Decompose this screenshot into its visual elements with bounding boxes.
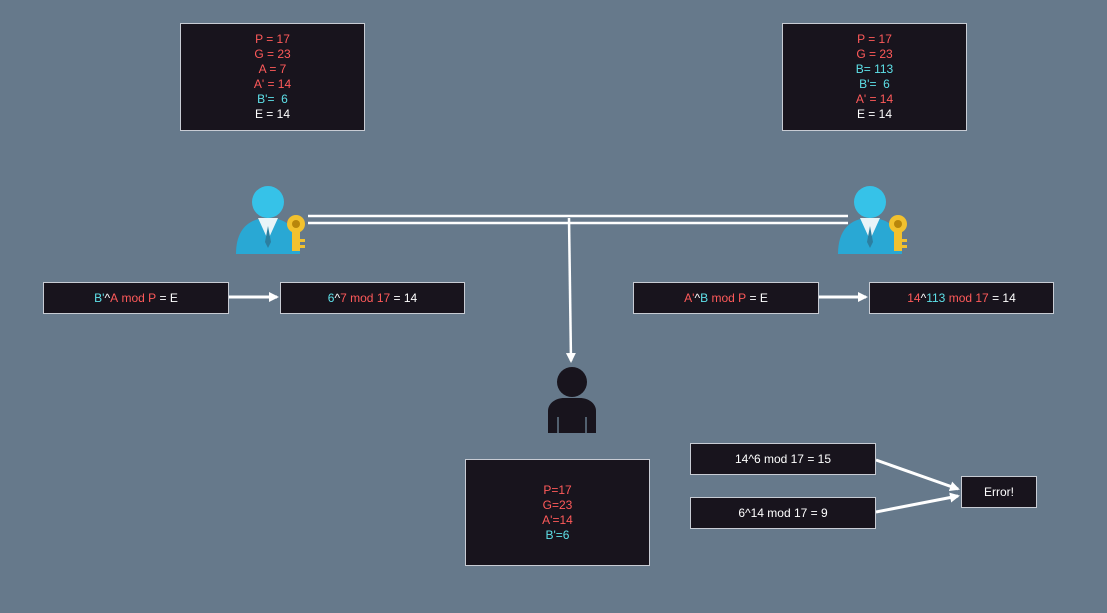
eve-values-box: P=17 G=23 A'=14 B'=6	[465, 459, 650, 566]
alice-values-box: P = 17 G = 23 A = 7 A' = 14 B'= 6 E = 14	[180, 23, 365, 131]
eve-g-value: G=23	[542, 497, 573, 512]
bob-g-value: G = 23	[856, 47, 893, 61]
alice-calc-base: 6	[327, 290, 335, 305]
bob-formula-a-prime: A'	[684, 290, 695, 305]
bob-calc-eq: = 14	[988, 290, 1016, 305]
alice-calc-caret: ^	[334, 290, 341, 305]
eve-p-value: P=17	[543, 482, 572, 497]
eve-b-prime-value: B'=6	[545, 527, 570, 542]
bob-formula-mod: mod	[708, 290, 739, 305]
eve-calc-1-text: 14^6 mod 17 = 15	[734, 451, 832, 466]
alice-formula-box: B'^A mod P = E	[43, 282, 229, 314]
user-key-icon	[838, 186, 907, 254]
alice-calc-box: 6^7 mod 17 = 14	[280, 282, 465, 314]
eve-calc-2-text: 6^14 mod 17 = 9	[738, 505, 828, 520]
alice-g-value: G = 23	[254, 47, 291, 61]
alice-formula-p: P	[148, 290, 157, 305]
bob-calc-box: 14^113 mod 17 = 14	[869, 282, 1054, 314]
bob-formula-b: B	[700, 290, 709, 305]
alice-calc-exp: 7	[340, 290, 347, 305]
bob-calc-p: 17	[975, 290, 989, 305]
alice-formula-a: A	[110, 290, 119, 305]
eve-calc-2-arrow	[875, 492, 960, 514]
alice-calc-p: 17	[376, 290, 391, 305]
eavesdrop-arrow	[565, 217, 576, 363]
alice-formula-mod: mod	[118, 290, 149, 305]
error-label: Error!	[984, 484, 1014, 499]
alice-formula-eq: = E	[156, 290, 178, 305]
person-silhouette-icon	[548, 367, 596, 433]
alice-a-prime-value: A' = 14	[253, 77, 292, 91]
alice-a-value: A = 7	[258, 62, 287, 76]
bob-formula-box: A'^B mod P = E	[633, 282, 819, 314]
bob-calc-caret: ^	[920, 290, 927, 305]
alice-calc-eq: = 14	[390, 290, 418, 305]
bob-e-value: E = 14	[856, 107, 892, 121]
bob-values-box: P = 17 G = 23 B= 113 B'= 6 A' = 14 E = 1…	[782, 23, 967, 131]
user-key-icon	[236, 186, 305, 254]
alice-e-value: E = 14	[254, 107, 290, 121]
bob-b-prime-value: B'= 6	[859, 77, 890, 91]
alice-p-value: P = 17	[255, 32, 290, 46]
bob-calc-mod: mod	[945, 290, 976, 305]
eve-a-prime-value: A'=14	[542, 512, 573, 527]
alice-b-prime-value: B'= 6	[257, 92, 288, 106]
bob-formula-caret: ^	[694, 290, 701, 305]
eve-calc-1-box: 14^6 mod 17 = 15	[690, 443, 876, 475]
bob-calc-base: 14	[907, 290, 921, 305]
alice-formula-b-prime: B'	[94, 290, 105, 305]
eve-calc-1-arrow	[875, 458, 960, 492]
bob-formula-p: P	[738, 290, 747, 305]
error-box: Error!	[961, 476, 1037, 508]
bob-calc-exp: 113	[926, 290, 946, 305]
bob-b-value: B= 113	[855, 62, 894, 76]
bob-a-prime-value: A' = 14	[855, 92, 894, 106]
bob-p-value: P = 17	[857, 32, 892, 46]
eve-calc-2-box: 6^14 mod 17 = 9	[690, 497, 876, 529]
alice-calc-mod: mod	[346, 290, 377, 305]
alice-formula-caret: ^	[104, 290, 111, 305]
bob-formula-eq: = E	[746, 290, 768, 305]
